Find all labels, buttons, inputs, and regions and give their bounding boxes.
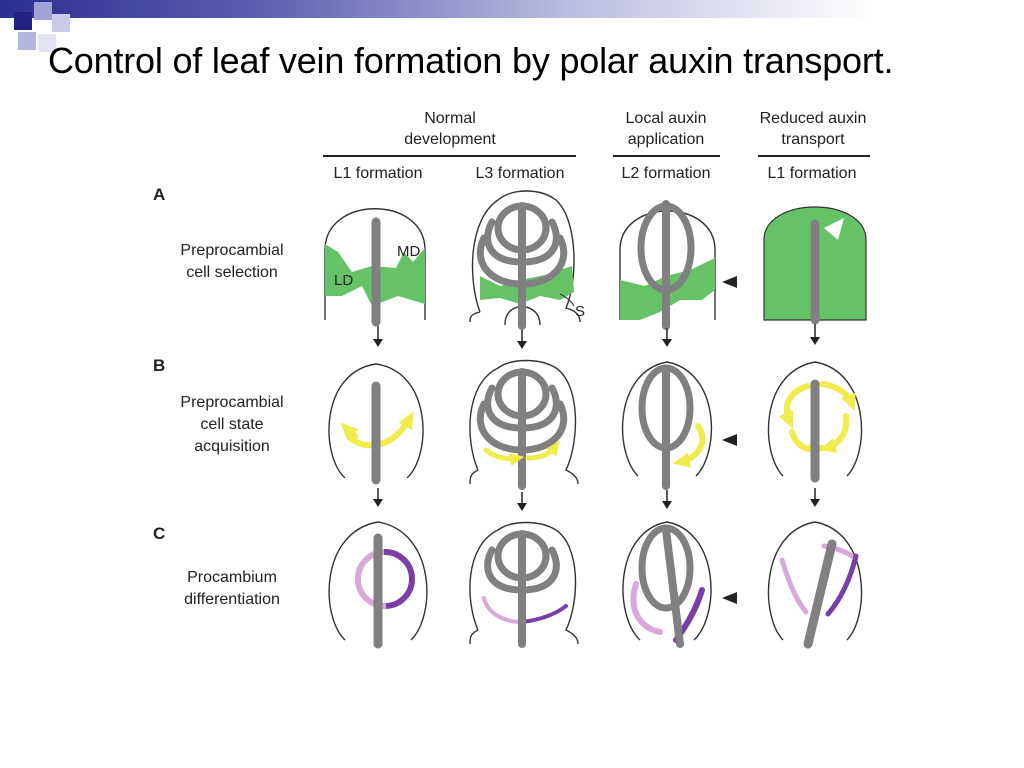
panel-c1 [328,521,428,649]
procambium-differentiated [825,553,859,617]
procambium-developing [482,596,524,624]
leaf-outline [324,208,426,320]
heading-rule [323,155,576,157]
procambium-differentiated [520,604,568,624]
slide-title: Control of leaf vein formation by polar … [48,40,894,81]
panel-a3 [619,200,737,330]
row-label-selection: Preprocambial cell selection [180,242,284,281]
decor-square [18,32,36,50]
leaf-outline [328,363,424,479]
column-heading-reduced: Reduced auxin transport [759,110,867,148]
row-label-differentiation: Procambium differentiation [184,569,280,608]
panel-a4 [763,206,867,325]
auxin-application-arrowhead [722,434,737,446]
column-heading-local: Local auxin application [625,110,707,148]
subheading-l3-normal: L3 formation [475,165,565,182]
panel-c2 [469,521,579,648]
procambium-developing [779,557,809,615]
panel-b4 [767,361,863,483]
title-bar-gradient [0,0,1024,18]
leaf-outline [469,521,579,645]
procambium-developing [630,581,663,635]
leaf-outline [622,521,712,641]
decor-square [14,12,32,30]
decor-square [34,2,52,20]
auxin-flow [779,383,811,430]
auxin-application-arrowhead [722,276,737,288]
panel-a1: LD MD [324,208,426,327]
auxin-flow [672,423,706,468]
midvein [803,539,837,649]
row-letter-c: C [153,524,166,543]
decor-square [52,14,70,32]
subheading-l1-normal: L1 formation [333,165,423,182]
auxin-flow [340,422,359,441]
leaf-outline [767,521,863,641]
leaf-outline [621,361,713,477]
heading-rule [758,155,870,157]
auxin-flow [483,447,525,466]
panel-b3 [621,361,737,490]
auxin-application-arrowhead [722,592,737,604]
down-arrows-a-b [373,324,820,349]
down-arrows-b-c [373,488,820,511]
leaf-outline [767,361,863,477]
subheading-l2-local: L2 formation [621,165,711,182]
auxin-flow [819,381,856,412]
panel-c3 [622,521,737,648]
auxin-flow [525,440,560,461]
decor-square [38,34,56,52]
row-letter-a: A [153,185,166,204]
label-s: S [575,303,585,320]
panel-c4 [767,521,863,649]
auxin-flow [818,413,850,453]
row-label-acquisition: Preprocambial cell state acquisition [180,394,284,455]
panel-b2 [469,359,579,490]
label-ld: LD [334,272,353,289]
leaf-outline [328,521,428,641]
row-letter-b: B [153,356,166,375]
panel-a2: S [469,190,585,330]
label-md: MD [397,243,420,260]
leaf-outline [469,359,579,485]
vein-gap [824,218,844,240]
midvein [662,526,684,648]
column-heading-normal: Normal development [404,110,496,148]
subheading-l1-reduced: L1 formation [767,165,857,182]
procambium-differentiated [383,548,415,609]
panel-b1 [328,363,424,485]
heading-rule [613,155,720,157]
